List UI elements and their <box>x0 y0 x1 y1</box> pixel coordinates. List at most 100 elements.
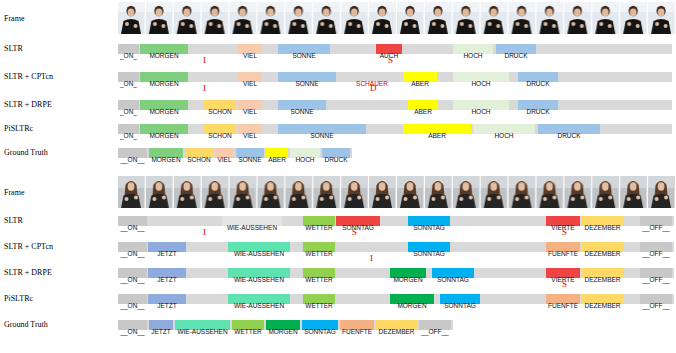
gloss-text: _ON_ <box>120 51 137 61</box>
gloss-box: _ON_ <box>118 100 139 110</box>
gloss-text: HOCH <box>463 51 482 61</box>
row-label: SLTR + CPTcn <box>4 71 53 83</box>
gloss-box: WETTER <box>303 216 335 226</box>
gloss-track: PiSLTRc_ON_MORGENSCHONVIELSONNEABERHOCHD… <box>118 124 672 134</box>
gloss-text: __ON__ <box>120 155 144 165</box>
gloss-text: HOCH <box>471 79 490 89</box>
gloss-box: _ON_ <box>118 72 139 82</box>
gloss-box: DEZEMBER <box>376 320 417 330</box>
gloss-box: MORGEN <box>140 72 188 82</box>
gloss-text: SCHON <box>187 155 210 165</box>
gloss-text: __ON__ <box>120 249 144 259</box>
gloss-text: WETTER <box>305 223 332 233</box>
gloss-track: Ground Truth__ON__MORGENSCHONVIELSONNEAB… <box>118 148 352 158</box>
gloss-box: JETZT <box>149 320 173 330</box>
gloss-text: __ON__ <box>120 327 144 337</box>
row-label: Ground Truth <box>4 147 48 159</box>
gloss-box: SONNTAG <box>432 268 474 278</box>
error-mark: I <box>203 83 206 94</box>
gloss-text: DRUCK <box>504 51 527 61</box>
gloss-track: SLTR + DRPE__ON__JETZTWIE-AUSSEHENWETTER… <box>118 268 674 278</box>
gloss-text: __OFF__ <box>642 275 669 285</box>
gloss-box: MORGEN <box>140 100 188 110</box>
gloss-text: SONNTAG <box>413 223 445 233</box>
gloss-text: DEZEMBER <box>378 327 414 337</box>
gloss-text: MORGEN <box>268 327 297 337</box>
gloss-text: __OFF__ <box>642 249 669 259</box>
gloss-text: WIE-AUSSEHEN <box>234 301 284 311</box>
gloss-text: _ON_ <box>120 79 137 89</box>
gloss-text: HOCH <box>471 107 490 117</box>
gloss-text: DRUCK <box>526 79 549 89</box>
gloss-box: MORGEN <box>390 294 434 304</box>
gloss-box: FUENFTE <box>546 294 580 304</box>
gloss-box: VIEL <box>215 148 234 158</box>
gloss-box: __OFF__ <box>640 242 672 252</box>
gloss-track: Ground Truth__ON__JETZTWIE-AUSSEHENWETTE… <box>118 320 453 330</box>
row-label: Frame <box>4 188 24 197</box>
gloss-box: SONNE <box>236 148 264 158</box>
gloss-track: SLTR + DRPE_ON_MORGENSCHONVIELSONNEABERH… <box>118 100 672 110</box>
gloss-box: ABER <box>266 148 288 158</box>
error-mark: S <box>388 55 393 66</box>
gloss-text: ABER <box>268 155 286 165</box>
gloss-text: SONNTAG <box>437 275 469 285</box>
gloss-box: __ON__ <box>118 242 147 252</box>
gloss-text: _ON_ <box>120 107 137 117</box>
gloss-text: ABER <box>411 79 429 89</box>
gloss-text: MORGEN <box>151 155 180 165</box>
gloss-text: SONNTAG <box>304 327 336 337</box>
gloss-box: _ON_ <box>118 44 139 54</box>
gloss-box: WETTER <box>303 242 335 252</box>
gloss-box: MORGEN <box>266 320 300 330</box>
gloss-box: HOCH <box>473 124 535 134</box>
gloss-text: JETZT <box>157 249 177 259</box>
gloss-text: MORGEN <box>393 275 422 285</box>
gloss-box: ABER <box>403 72 437 82</box>
gloss-text: SONNE <box>310 131 333 141</box>
gloss-box: VIERTE <box>546 268 580 278</box>
gloss-box: MORGEN <box>149 148 183 158</box>
gloss-box: SONNTAG <box>336 216 380 226</box>
gloss-text: __ON__ <box>120 301 144 311</box>
gloss-text: WETTER <box>305 249 332 259</box>
gloss-box: DRUCK <box>496 44 536 54</box>
gloss-box: __OFF__ <box>640 294 672 304</box>
gloss-text: VIEL <box>217 155 231 165</box>
gloss-text: DEZEMBER <box>584 275 620 285</box>
gloss-box: __ON__ <box>118 294 147 304</box>
gloss-text: JETZT <box>157 275 177 285</box>
gloss-box: DEZEMBER <box>582 268 623 278</box>
gloss-box: SONNE <box>278 124 366 134</box>
gloss-box: JETZT <box>148 294 186 304</box>
gloss-text: SCHON <box>208 131 231 141</box>
gloss-text: WETTER <box>305 275 332 285</box>
gloss-box: VIEL <box>238 72 262 82</box>
gloss-box: MORGEN <box>140 44 188 54</box>
gloss-text: SONNTAG <box>342 223 374 233</box>
gloss-box: SONNTAG <box>408 242 450 252</box>
gloss-box: HOCH <box>290 148 320 158</box>
gloss-text: SONNE <box>295 79 318 89</box>
gloss-box: SCHON <box>185 148 213 158</box>
gloss-box: JETZT <box>148 268 186 278</box>
gloss-text: DRUCK <box>324 155 347 165</box>
gloss-box: WIE-AUSSEHEN <box>222 216 282 226</box>
gloss-track: SLTR + CPTcn_ON_MORGENVIELSONNESCHAUERAB… <box>118 72 672 82</box>
row-label: SLTR <box>4 43 23 55</box>
gloss-box: SONNE <box>278 72 336 82</box>
gloss-box: DEZEMBER <box>582 294 623 304</box>
gloss-box: AUCH <box>376 44 402 54</box>
row-label: PiSLTRc <box>4 123 33 135</box>
gloss-text: WETTER <box>234 327 261 337</box>
gloss-box: SONNE <box>278 44 330 54</box>
gloss-box: SONNTAG <box>408 216 450 226</box>
gloss-box: WETTER <box>232 320 264 330</box>
gloss-text: SONNTAG <box>413 249 445 259</box>
gloss-box: ABER <box>403 124 471 134</box>
gloss-box: VIEL <box>238 124 262 134</box>
gloss-text: __ON__ <box>120 223 144 233</box>
gloss-box: SONNTAG <box>302 320 338 330</box>
gloss-box: __ON__ <box>118 320 147 330</box>
